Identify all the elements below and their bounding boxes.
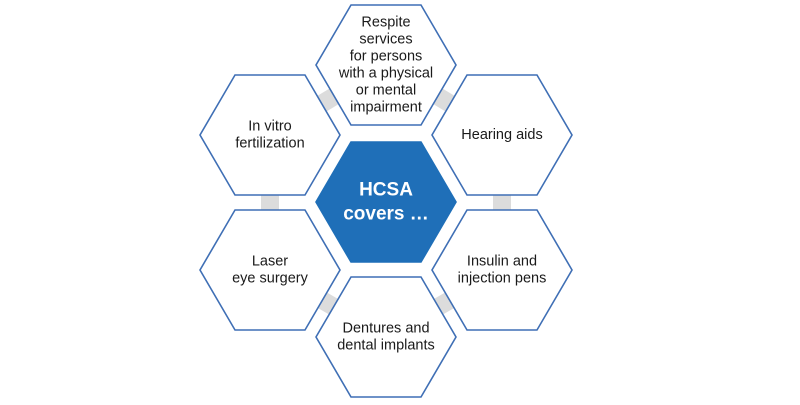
in-vitro-fertilization-label-line-1: In vitro <box>248 119 292 135</box>
dentures-dental-implants-hexagon-shape <box>315 276 457 398</box>
laser-eye-surgery-label-line-1: Laser <box>252 254 288 270</box>
in-vitro-fertilization-label-line-2: fertilization <box>235 136 304 152</box>
center-hexagon-shape <box>315 141 457 263</box>
hearing-aids-hexagon-shape <box>431 74 573 196</box>
hearing-aids-label-line-1: Hearing aids <box>461 127 542 143</box>
respite-services-hexagon-shape <box>315 4 457 126</box>
insulin-injection-pens-label-line-1: Insulin and <box>467 254 537 270</box>
respite-services-label-line-5: or mental <box>356 83 416 99</box>
insulin-injection-pens-label-line-2: injection pens <box>458 271 547 287</box>
center-label-line-2: covers … <box>343 204 429 225</box>
respite-services-label-line-2: services <box>359 32 412 48</box>
dentures-dental-implants-label-line-1: Dentures and <box>342 321 429 337</box>
hexagon-hearing-aids: Hearing aids <box>431 74 573 196</box>
in-vitro-fertilization-hexagon-shape <box>199 74 341 196</box>
respite-services-label-line-4: with a physical <box>338 66 433 82</box>
center-label-line-1: HCSA <box>359 180 413 201</box>
respite-services-label-line-3: for persons <box>350 49 423 65</box>
dentures-dental-implants-label-line-2: dental implants <box>337 338 435 354</box>
hexagon-center-hcsa: HCSA covers … <box>315 141 457 263</box>
laser-eye-surgery-hexagon-shape <box>199 209 341 331</box>
respite-services-label-line-1: Respite <box>361 15 410 31</box>
insulin-injection-pens-hexagon-shape <box>431 209 573 331</box>
respite-services-label-line-6: impairment <box>350 100 422 116</box>
laser-eye-surgery-label-line-2: eye surgery <box>232 271 309 287</box>
